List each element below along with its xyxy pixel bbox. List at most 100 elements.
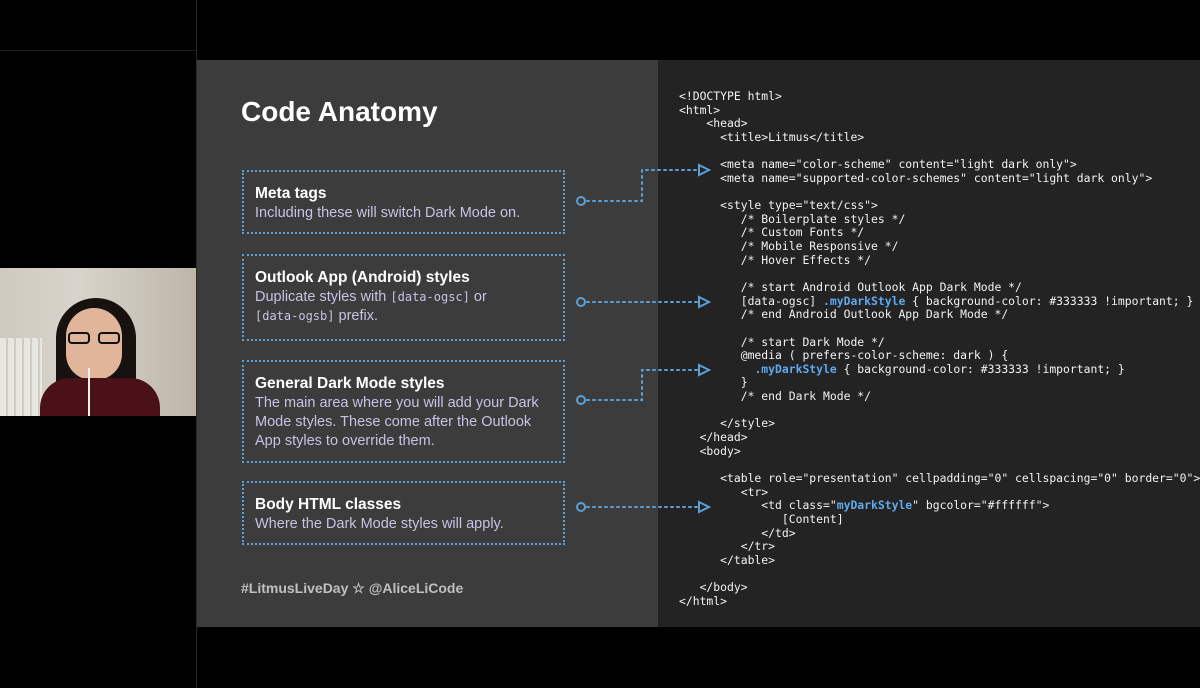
code-token: /* end Dark Mode */ bbox=[679, 389, 872, 404]
earphone-cable bbox=[88, 368, 90, 416]
code-line: </style> bbox=[679, 417, 1200, 431]
code-token: </style> bbox=[679, 416, 776, 431]
code-token: <meta name="supported-color-schemes" con… bbox=[679, 170, 1153, 185]
presentation-slide: Code Anatomy Meta tags Including these w… bbox=[197, 60, 1200, 627]
code-token: </td> bbox=[679, 525, 796, 540]
code-line bbox=[679, 145, 1200, 159]
code-line: <!DOCTYPE html> bbox=[679, 89, 1200, 104]
code-line: <html> bbox=[679, 102, 1200, 118]
code-line: [data-ogsc] .myDarkStyle { background-co… bbox=[679, 293, 1200, 309]
code-line: </head> bbox=[679, 430, 1200, 445]
code-line: .myDarkStyle { background-color: #333333… bbox=[679, 361, 1200, 377]
code-line: /* start Dark Mode */ bbox=[679, 334, 1200, 350]
code-line: <meta name="supported-color-schemes" con… bbox=[679, 170, 1200, 186]
code-token: } bbox=[679, 375, 748, 390]
code-token: <tr> bbox=[679, 484, 769, 499]
code-line: <td class="myDarkStyle" bgcolor="#ffffff… bbox=[679, 498, 1200, 513]
code-token: <title>Litmus</title> bbox=[679, 129, 865, 144]
card-description: Including these will switch Dark Mode on… bbox=[255, 205, 521, 221]
participant-sidebar bbox=[0, 0, 197, 688]
video-room-divider bbox=[0, 338, 42, 416]
code-token: /* Hover Effects */ bbox=[679, 252, 872, 267]
code-token: </table> bbox=[679, 552, 776, 567]
code-token: /* Boilerplate styles */ bbox=[679, 211, 906, 226]
speaker-glasses bbox=[68, 332, 122, 344]
code-token: </head> bbox=[679, 430, 748, 445]
card-title: Meta tags bbox=[255, 185, 327, 202]
code-line: <title>Litmus</title> bbox=[679, 129, 1200, 145]
code-token: /* start Dark Mode */ bbox=[679, 334, 885, 349]
code-highlight-class: .myDarkStyle bbox=[823, 293, 906, 308]
code-token: </tr> bbox=[679, 539, 776, 554]
code-token: [data-ogsc] bbox=[679, 293, 824, 308]
code-ogsc: [data-ogsc] bbox=[390, 290, 470, 304]
code-line: /* Hover Effects */ bbox=[679, 252, 1200, 268]
slide-title: Code Anatomy bbox=[241, 96, 438, 127]
code-line: /* start Android Outlook App Dark Mode *… bbox=[679, 279, 1200, 295]
code-token: /* end Android Outlook App Dark Mode */ bbox=[679, 307, 1009, 322]
code-token: @media ( prefers-color-scheme: dark ) { bbox=[679, 348, 1009, 363]
code-token: [Content] bbox=[679, 511, 844, 526]
code-token: { background-color: #333333 !important; … bbox=[836, 361, 1125, 376]
code-line: /* Boilerplate styles */ bbox=[679, 211, 1200, 227]
code-token: /* Custom Fonts */ bbox=[679, 225, 865, 240]
code-line: </td> bbox=[679, 525, 1200, 541]
code-line: <table role="presentation" cellpadding="… bbox=[679, 470, 1200, 486]
code-token: </body> bbox=[679, 580, 748, 595]
code-line: /* end Android Outlook App Dark Mode */ bbox=[679, 307, 1200, 322]
html-code-listing: <!DOCTYPE html><html> <head> <title>Litm… bbox=[679, 89, 1200, 608]
code-line bbox=[679, 322, 1200, 336]
code-token: <html> bbox=[679, 102, 721, 117]
sidebar-top-panel bbox=[0, 0, 196, 51]
card-outlook-app-styles: Outlook App (Android) styles Duplicate s… bbox=[242, 254, 565, 341]
code-line: /* Custom Fonts */ bbox=[679, 226, 1200, 240]
card-description-text: prefix. bbox=[334, 308, 379, 324]
code-token: <td class=" bbox=[679, 498, 837, 513]
code-token: /* Mobile Responsive */ bbox=[679, 239, 899, 254]
code-line: [Content] bbox=[679, 511, 1200, 527]
code-panel bbox=[658, 60, 1200, 627]
card-description: Duplicate styles with [data-ogsc] or bbox=[255, 288, 552, 307]
card-description: [data-ogsb] prefix. bbox=[255, 307, 552, 326]
card-general-dark-mode: General Dark Mode styles The main area w… bbox=[242, 360, 565, 463]
code-line: <meta name="color-scheme" content="light… bbox=[679, 157, 1200, 172]
slide-footer-hashtag: #LitmusLiveDay ☆ @AliceLiCode bbox=[241, 580, 464, 596]
code-line: @media ( prefers-color-scheme: dark ) { bbox=[679, 348, 1200, 363]
code-line: /* Mobile Responsive */ bbox=[679, 239, 1200, 254]
code-token: </html> bbox=[679, 593, 728, 608]
code-ogsb: [data-ogsb] bbox=[255, 309, 335, 323]
code-highlight-class: .myDarkStyle bbox=[754, 361, 837, 376]
card-body-html-classes: Body HTML classes Where the Dark Mode st… bbox=[242, 481, 565, 545]
code-token: " bgcolor="#ffffff"> bbox=[912, 498, 1050, 513]
code-line: </body> bbox=[679, 580, 1200, 595]
card-title: General Dark Mode styles bbox=[255, 375, 445, 392]
code-line: <body> bbox=[679, 443, 1200, 459]
code-token: /* start Android Outlook App Dark Mode *… bbox=[679, 279, 1022, 294]
code-line: /* end Dark Mode */ bbox=[679, 389, 1200, 404]
card-description-text: or bbox=[469, 289, 487, 305]
code-line bbox=[679, 404, 1200, 418]
card-description: Where the Dark Mode styles will apply. bbox=[255, 516, 504, 532]
code-line bbox=[679, 567, 1200, 581]
card-title: Body HTML classes bbox=[255, 496, 402, 513]
code-token: <style type="text/css"> bbox=[679, 198, 878, 213]
code-line: } bbox=[679, 376, 1200, 390]
code-line bbox=[679, 185, 1200, 199]
code-line: <style type="text/css"> bbox=[679, 198, 1200, 213]
code-token: <table role="presentation" cellpadding="… bbox=[679, 470, 1200, 485]
code-token: <meta name="color-scheme" content="light… bbox=[679, 157, 1077, 172]
code-line: <tr> bbox=[679, 484, 1200, 500]
code-line: </table> bbox=[679, 552, 1200, 568]
card-description: The main area where you will add your Da… bbox=[255, 395, 539, 449]
code-line: </tr> bbox=[679, 539, 1200, 554]
speaker-video-thumbnail[interactable] bbox=[0, 268, 196, 416]
code-token bbox=[679, 362, 754, 376]
code-token: <body> bbox=[679, 443, 741, 458]
slide-explanation-panel: Code Anatomy Meta tags Including these w… bbox=[197, 60, 658, 627]
code-line bbox=[679, 458, 1200, 472]
speaker-shirt bbox=[40, 378, 160, 416]
card-title: Outlook App (Android) styles bbox=[255, 269, 470, 286]
code-line: <head> bbox=[679, 116, 1200, 131]
code-token: <!DOCTYPE html> bbox=[679, 89, 782, 103]
code-highlight-class: myDarkStyle bbox=[836, 498, 913, 513]
